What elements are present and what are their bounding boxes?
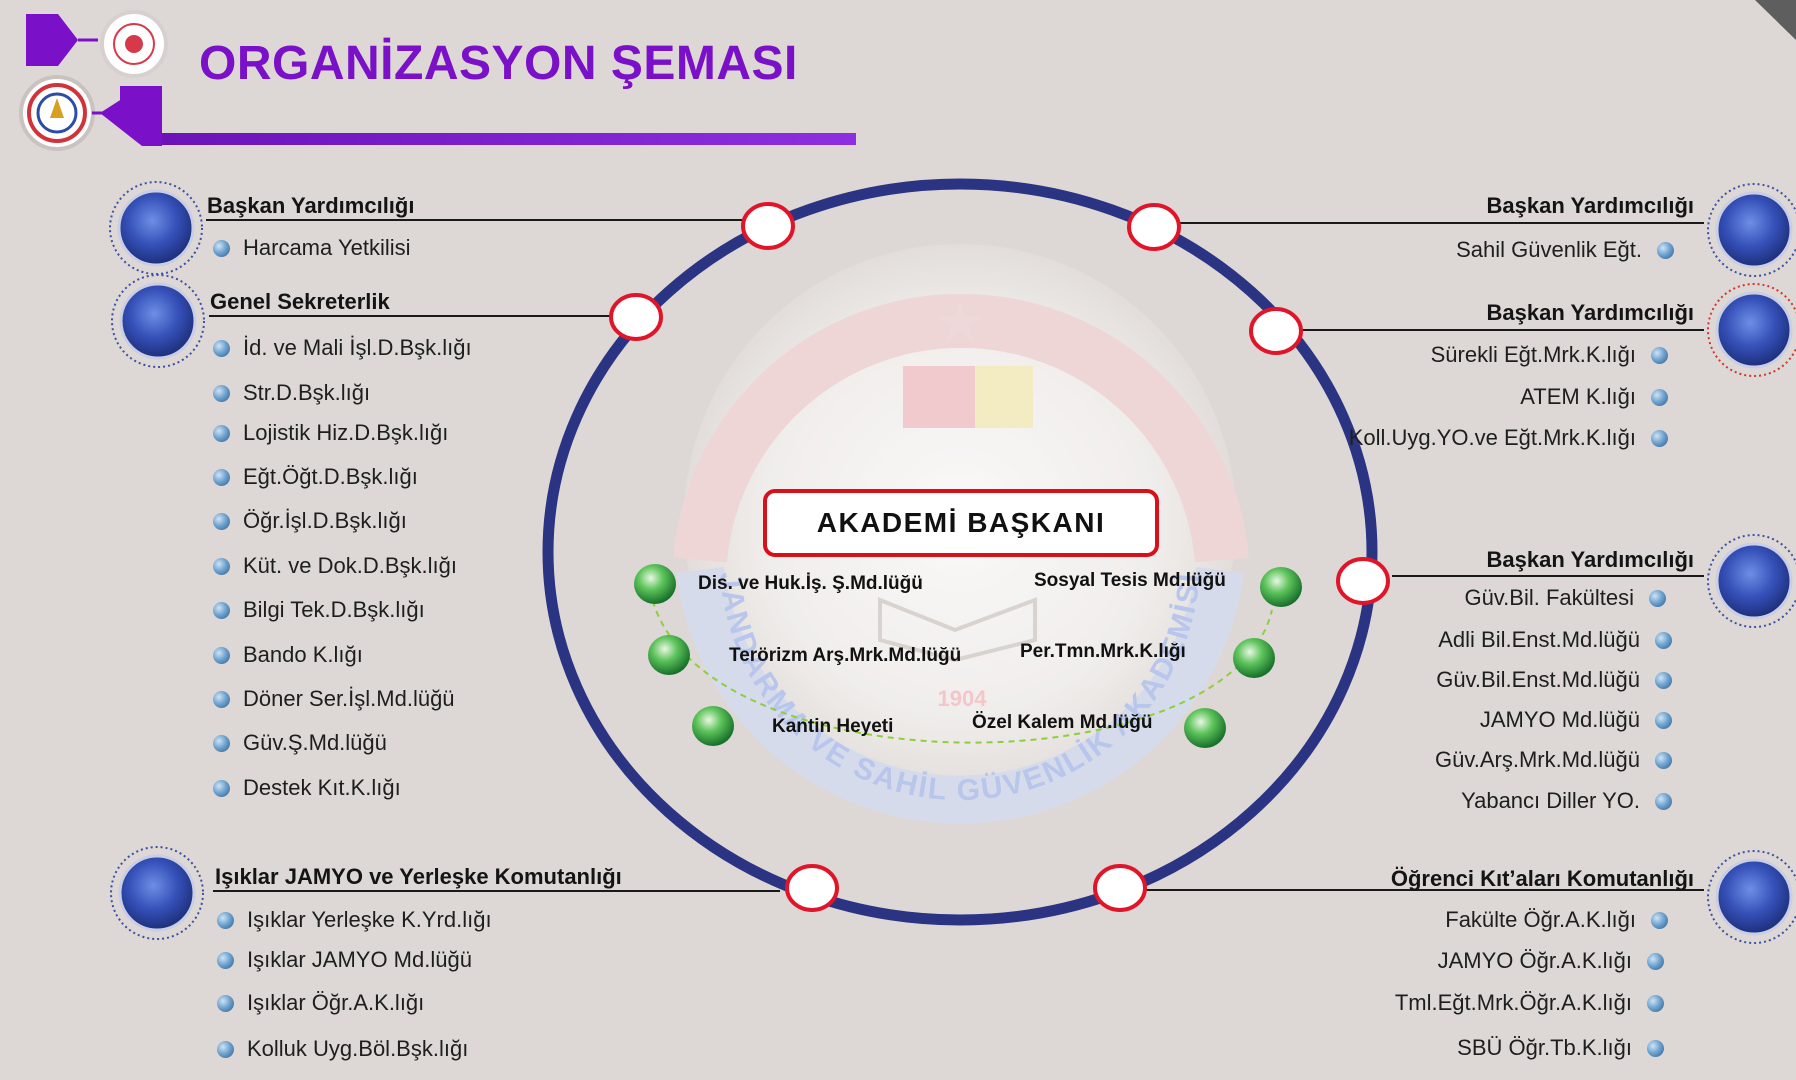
main-ring — [542, 178, 1378, 926]
inner-label-left-1: Dis. ve Huk.İş. Ş.Md.lüğü — [698, 573, 923, 594]
list-item: Yabancı Diller YO. — [1461, 788, 1672, 814]
blue-node-right-4 — [1707, 850, 1796, 944]
bullet-icon — [213, 602, 230, 619]
list-item: Güv.Bil.Enst.Md.lüğü — [1436, 667, 1672, 693]
bullet-icon — [1651, 389, 1668, 406]
right-group-head-4: Öğrenci Kıt’aları Komutanlığı — [1390, 866, 1694, 891]
blue-node-right-1 — [1707, 183, 1796, 277]
center-box-akademi-baskani: AKADEMİ BAŞKANI — [763, 489, 1159, 557]
bullet-icon — [1655, 752, 1672, 769]
bullet-icon — [1655, 712, 1672, 729]
list-item: Işıklar Yerleşke K.Yrd.lığı — [217, 907, 492, 933]
list-item: Bando K.lığı — [213, 642, 363, 668]
bullet-icon — [213, 558, 230, 575]
bullet-icon — [1649, 590, 1666, 607]
list-item: Öğr.İşl.D.Bşk.lığı — [213, 508, 407, 534]
blue-node-right-3 — [1707, 534, 1796, 628]
bullet-icon — [213, 647, 230, 664]
bullet-icon — [1657, 242, 1674, 259]
bullet-icon — [213, 340, 230, 357]
list-item: Adli Bil.Enst.Md.lüğü — [1438, 627, 1672, 653]
list-item: Işıklar JAMYO Md.lüğü — [217, 947, 472, 973]
list-item: Işıklar Öğr.A.K.lığı — [217, 990, 424, 1016]
list-item: ATEM K.lığı — [1520, 384, 1668, 410]
header-decoration — [19, 0, 1796, 151]
bullet-icon — [1655, 793, 1672, 810]
inner-dashed-arc — [649, 589, 1273, 744]
list-item: Küt. ve Dok.D.Bşk.lığı — [213, 553, 457, 579]
ring-connector-nodes — [609, 202, 1390, 912]
list-item: Harcama Yetkilisi — [213, 235, 411, 261]
list-item: Eğt.Öğt.D.Bşk.lığı — [213, 464, 418, 490]
list-item: Koll.Uyg.YO.ve Eğt.Mrk.K.lığı — [1349, 425, 1668, 451]
page-title: ORGANİZASYON ŞEMASI — [199, 37, 798, 90]
bullet-icon — [213, 240, 230, 257]
list-item: Güv.Ş.Md.lüğü — [213, 730, 387, 756]
inner-label-right-1: Sosyal Tesis Md.lüğü — [1034, 570, 1226, 591]
bullet-icon — [213, 469, 230, 486]
green-inner-nodes — [634, 564, 1302, 748]
right-group-head-1: Başkan Yardımcılığı — [1486, 193, 1694, 218]
list-item: JAMYO Md.lüğü — [1480, 707, 1672, 733]
bullet-icon — [1647, 1040, 1664, 1057]
inner-label-left-2: Terörizm Arş.Mrk.Md.lüğü — [729, 645, 962, 666]
right-group-head-3: Başkan Yardımcılığı — [1486, 547, 1694, 572]
blue-node-left-3 — [110, 846, 204, 940]
list-item: Kolluk Uyg.Böl.Bşk.lığı — [217, 1036, 468, 1062]
blue-nodes — [109, 181, 1796, 944]
bullet-icon — [213, 735, 230, 752]
list-item: Destek Kıt.K.lığı — [213, 775, 401, 801]
bullet-icon — [1655, 632, 1672, 649]
left-group-head-3: Işıklar JAMYO ve Yerleşke Komutanlığı — [215, 864, 622, 889]
list-item: Lojistik Hiz.D.Bşk.lığı — [213, 420, 448, 446]
list-item: Döner Ser.İşl.Md.lüğü — [213, 686, 455, 712]
right-group-head-2: Başkan Yardımcılığı — [1486, 300, 1694, 325]
bullet-icon — [217, 952, 234, 969]
inner-label-right-2: Per.Tmn.Mrk.K.lığı — [1020, 641, 1186, 662]
svg-text:1904: 1904 — [938, 686, 988, 711]
bullet-icon — [1655, 672, 1672, 689]
list-item: Tml.Eğt.Mrk.Öğr.A.K.lığı — [1395, 990, 1664, 1016]
blue-node-left-2 — [111, 274, 205, 368]
list-item: Güv.Bil. Fakültesi — [1464, 585, 1666, 611]
list-item: Sürekli Eğt.Mrk.K.lığı — [1431, 342, 1668, 368]
list-item: Str.D.Bşk.lığı — [213, 380, 370, 406]
left-group-head-1: Başkan Yardımcılığı — [207, 193, 415, 218]
list-item: Güv.Arş.Mrk.Md.lüğü — [1435, 747, 1672, 773]
bullet-icon — [1647, 995, 1664, 1012]
bullet-icon — [213, 385, 230, 402]
bullet-icon — [213, 780, 230, 797]
connector-lines — [206, 219, 1704, 892]
list-item: Fakülte Öğr.A.K.lığı — [1445, 907, 1668, 933]
bullet-icon — [1647, 953, 1664, 970]
inner-label-left-3: Kantin Heyeti — [772, 716, 894, 737]
inner-label-right-3: Özel Kalem Md.lüğü — [972, 712, 1153, 733]
bullet-icon — [217, 1041, 234, 1058]
bullet-icon — [1651, 347, 1668, 364]
list-item: İd. ve Mali İşl.D.Bşk.lığı — [213, 335, 472, 361]
blue-node-right-2 — [1707, 283, 1796, 377]
bullet-icon — [1651, 912, 1668, 929]
bullet-icon — [1651, 430, 1668, 447]
bullet-icon — [213, 513, 230, 530]
list-item: JAMYO Öğr.A.K.lığı — [1438, 948, 1664, 974]
list-item: Bilgi Tek.D.Bşk.lığı — [213, 597, 425, 623]
bullet-icon — [213, 425, 230, 442]
bullet-icon — [217, 995, 234, 1012]
list-item: Sahil Güvenlik Eğt. — [1456, 237, 1674, 263]
left-group-head-2: Genel Sekreterlik — [210, 289, 390, 314]
bullet-icon — [217, 912, 234, 929]
blue-node-left-1 — [109, 181, 203, 275]
bullet-icon — [213, 691, 230, 708]
list-item: SBÜ Öğr.Tb.K.lığı — [1457, 1035, 1664, 1061]
